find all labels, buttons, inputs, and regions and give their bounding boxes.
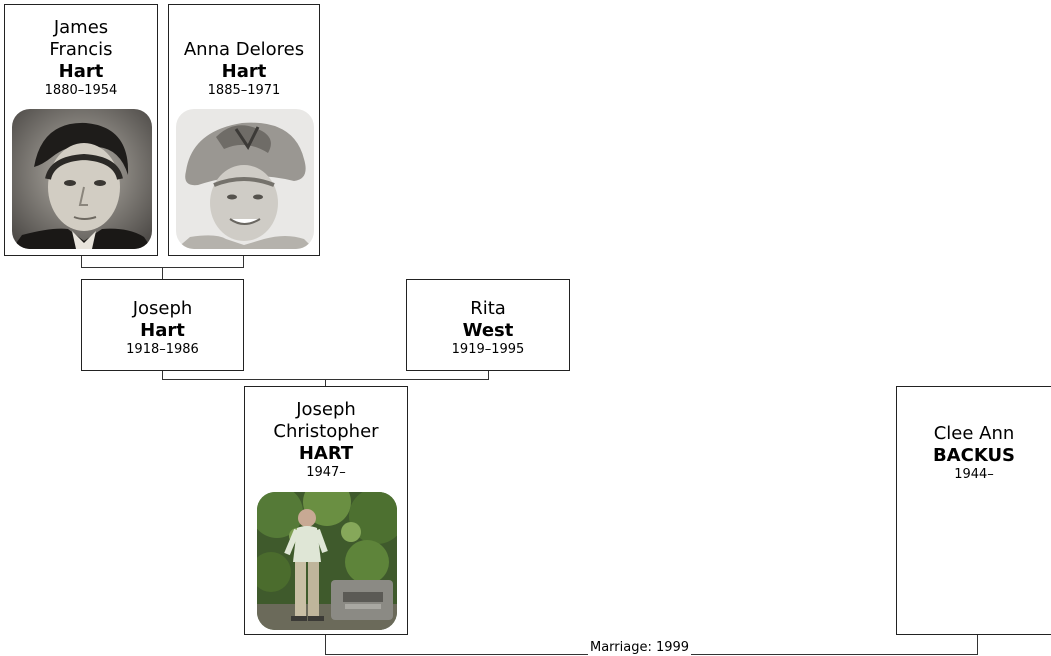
life-dates: 1944–	[954, 467, 994, 482]
life-dates: 1880–1954	[44, 83, 118, 98]
surname: Hart	[140, 320, 185, 341]
person-card-joseph-christopher-hart[interactable]: Joseph Christopher HART 1947–	[244, 386, 408, 635]
parents-connector-right-drop	[488, 371, 489, 379]
given-name: Rita	[470, 298, 506, 319]
surname: BACKUS	[932, 445, 1016, 466]
life-dates: 1918–1986	[126, 342, 199, 357]
surname: Hart	[221, 61, 267, 82]
given-name: Joseph	[132, 298, 193, 319]
parents-connector-child-drop	[162, 267, 163, 280]
parents-connector-left-drop	[162, 371, 163, 379]
person-card-james-francis-hart[interactable]: James Francis Hart 1880–1954	[4, 4, 158, 256]
parents-connector-child-drop	[325, 379, 326, 387]
person-card-clee-ann-backus[interactable]: Clee Ann BACKUS 1944–	[896, 386, 1051, 635]
marriage-connector-right-drop	[977, 635, 978, 655]
portrait-photo	[12, 109, 152, 249]
outdoor-photo	[257, 492, 397, 630]
given-name: James Francis	[49, 17, 113, 60]
life-dates: 1885–1971	[207, 83, 281, 98]
surname: Hart	[58, 61, 104, 82]
surname: HART	[298, 443, 354, 464]
portrait-photo	[176, 109, 314, 249]
parents-connector-right-drop	[243, 256, 244, 267]
person-card-joseph-hart[interactable]: Joseph Hart 1918–1986	[81, 279, 244, 371]
person-card-anna-delores-hart[interactable]: Anna Delores Hart 1885–1971	[168, 4, 320, 256]
given-name: Joseph Christopher	[273, 399, 379, 442]
life-dates: 1947–	[306, 465, 346, 480]
given-name: Anna Delores	[183, 39, 305, 60]
surname: West	[462, 320, 514, 341]
person-card-rita-west[interactable]: Rita West 1919–1995	[406, 279, 570, 371]
life-dates: 1919–1995	[451, 342, 525, 357]
marriage-label: Marriage: 1999	[588, 640, 692, 655]
marriage-connector-left-drop	[325, 635, 326, 655]
given-name: Clee Ann	[933, 423, 1015, 444]
parents-connector-left-drop	[81, 256, 82, 267]
